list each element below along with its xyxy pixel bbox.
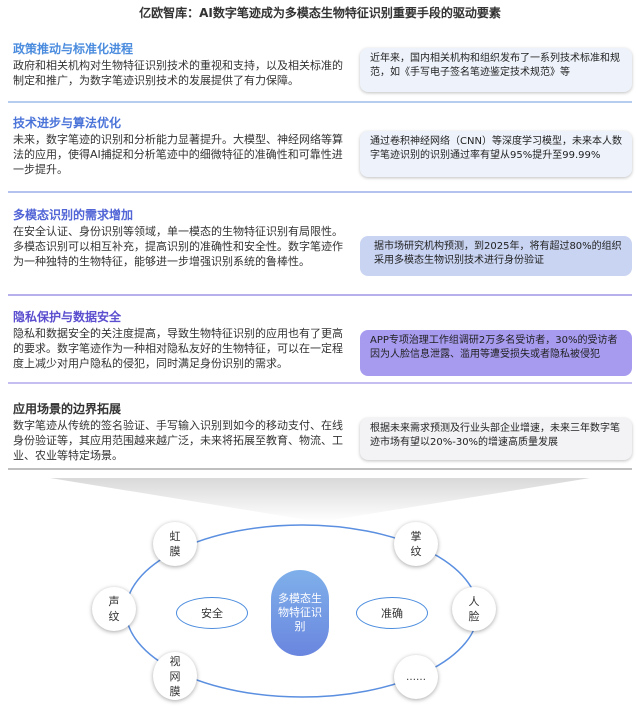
- section-callout: 近年来，国内相关机构和组织发布了一系列技术标准和规范，如《手写电子签名笔迹鉴定技…: [360, 48, 632, 92]
- inner-node-accuracy: 准确: [356, 597, 428, 629]
- section-body: 政府和相关机构对生物特征识别技术的重视和支持，以及相关标准的制定和推广，为数字笔…: [13, 59, 343, 87]
- node-palmprint: 掌纹: [394, 522, 438, 566]
- section-body: 在安全认证、身份识别等领域，单一模态的生物特征识别有局限性。多模态识别可以相互补…: [13, 225, 343, 268]
- section-divider: [8, 101, 632, 103]
- section-callout: 据市场研究机构预测，到2025年，将有超过80%的组织采用多模态生物识别技术进行…: [360, 236, 632, 276]
- section-body: 隐私和数据安全的关注度提高，导致生物特征识别的应用也有了更高的要求。数字笔迹作为…: [13, 327, 343, 370]
- section-divider: [8, 382, 632, 384]
- node-face: 人脸: [452, 587, 496, 631]
- section-title: 技术进步与算法优化: [13, 116, 122, 130]
- section-callout: 根据未来需求预测及行业头部企业增速，未来三年数字笔迹市场有望以20%-30%的增…: [360, 418, 632, 460]
- section-title: 政策推动与标准化进程: [13, 42, 134, 56]
- section-divider: [8, 191, 632, 193]
- section-title: 隐私保护与数据安全: [13, 310, 122, 324]
- node-retina: 视网膜: [153, 652, 197, 700]
- funnel-shape: [50, 478, 590, 522]
- section-divider: [8, 468, 632, 470]
- inner-node-security: 安全: [176, 597, 248, 629]
- section-divider: [8, 294, 632, 296]
- section-title: 应用场景的边界拓展: [13, 402, 122, 416]
- section-callout: APP专项治理工作组调研2万多名受访者，30%的受访者因为人脸信息泄露、滥用等遭…: [360, 330, 632, 376]
- section-body: 未来，数字笔迹的识别和分析能力显著提升。大模型、神经网络等算法的应用，使得AI捕…: [13, 133, 343, 176]
- section-callout: 通过卷积神经网络（CNN）等深度学习模型，未来本人数字笔迹识别的识别通过率有望从…: [360, 131, 632, 177]
- section-body: 数字笔迹从传统的签名验证、手写输入识别到如今的移动支付、在线身份验证等，其应用范…: [13, 419, 343, 462]
- node-iris: 虹膜: [153, 522, 197, 566]
- node-voiceprint: 声纹: [92, 587, 136, 631]
- section-title: 多模态识别的需求增加: [13, 208, 134, 222]
- page-title: 亿欧智库：AI数字笔迹成为多模态生物特征识别重要手段的驱动要素: [139, 6, 501, 20]
- center-node: 多模态生物特征识别: [271, 570, 329, 656]
- node-more: ……: [394, 655, 438, 699]
